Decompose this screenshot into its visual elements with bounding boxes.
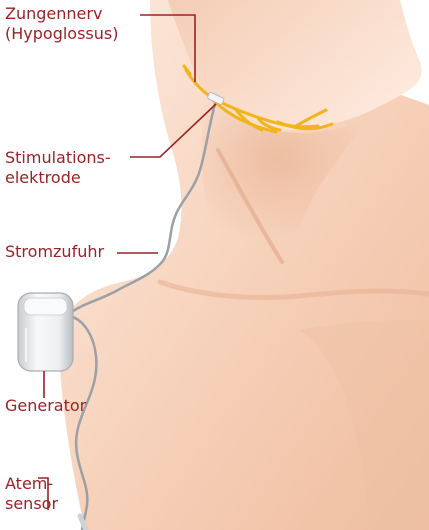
label-sensor-line1: Atem- xyxy=(5,474,58,494)
label-nerve: Zungennerv (Hypoglossus) xyxy=(5,4,118,44)
label-lead-line1: Stromzufuhr xyxy=(5,242,104,262)
generator-device xyxy=(18,293,73,371)
label-electrode-line1: Stimulations- xyxy=(5,148,111,168)
label-electrode: Stimulations- elektrode xyxy=(5,148,111,188)
label-sensor-line2: sensor xyxy=(5,494,58,514)
label-electrode-line2: elektrode xyxy=(5,168,111,188)
label-nerve-line2: (Hypoglossus) xyxy=(5,24,118,44)
label-nerve-line1: Zungennerv xyxy=(5,4,118,24)
label-generator-line1: Generator xyxy=(5,396,86,416)
label-lead: Stromzufuhr xyxy=(5,242,104,262)
label-sensor: Atem- sensor xyxy=(5,474,58,514)
label-generator: Generator xyxy=(5,396,86,416)
